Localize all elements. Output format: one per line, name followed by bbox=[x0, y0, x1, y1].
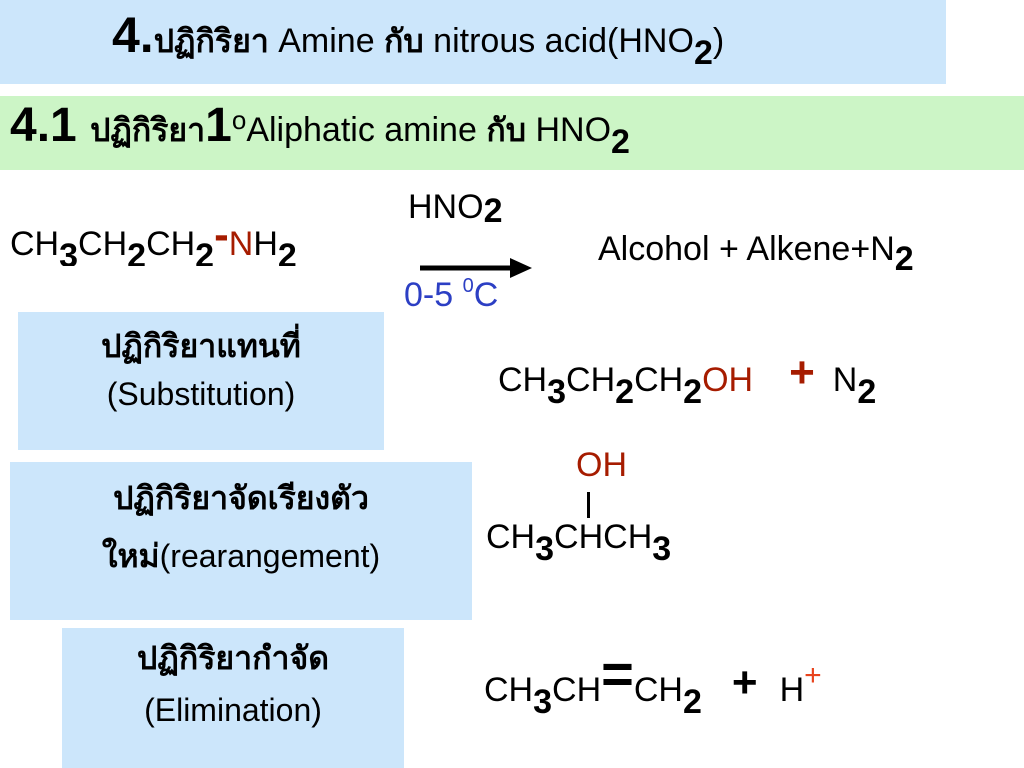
reactant-formula: CH3CH2CH2-NH2 bbox=[10, 216, 384, 266]
title-text: Amine bbox=[268, 22, 385, 60]
p1-sub2a: 2 bbox=[615, 373, 635, 411]
reaction-condition: 0-5 0C bbox=[404, 275, 499, 315]
title-banner bbox=[0, 0, 946, 84]
product-rearrangement-oh: OH bbox=[576, 446, 627, 484]
title-thai-with: กับ bbox=[384, 22, 424, 60]
product-elimination: CH3CH=CH2+H+ bbox=[484, 646, 822, 722]
reactant-dash: - bbox=[214, 216, 229, 259]
label-rearrangement-thai: ปฏิกิริยาจัดเรียงตัว bbox=[113, 479, 369, 517]
reactant-sub2c: 2 bbox=[277, 237, 297, 266]
reagent-text: HNO bbox=[408, 188, 484, 226]
p1-oh: OH bbox=[702, 361, 754, 399]
subtitle-number: 4.1 bbox=[10, 99, 91, 152]
label-rearrangement-line2: ใหม่(rearangement) bbox=[10, 536, 472, 576]
label-box-substitution bbox=[18, 312, 384, 450]
label-box-elimination bbox=[62, 628, 404, 768]
subtitle-text2: HNO bbox=[526, 111, 612, 149]
p1-n: N bbox=[832, 361, 858, 399]
p2-sub3b: 3 bbox=[652, 530, 672, 568]
p3-double-bond: = bbox=[601, 642, 634, 705]
title-sub: 2 bbox=[693, 34, 713, 72]
p1-sub2b: 2 bbox=[683, 373, 703, 411]
products-summary-sub: 2 bbox=[894, 240, 914, 278]
title-thai-word: ปฏิกิริยา bbox=[153, 22, 269, 60]
reactant-ch2b: CH bbox=[146, 225, 196, 263]
p1-sub3: 3 bbox=[547, 373, 567, 411]
label-box-rearrangement bbox=[10, 462, 472, 620]
label-elimination: ปฏิกิริยากำจัด (Elimination) bbox=[62, 638, 404, 730]
product-substitution: CH3CH2CH2OH+N2 bbox=[498, 348, 876, 411]
subtitle-banner bbox=[0, 96, 1024, 170]
reactant-n: N bbox=[228, 225, 254, 263]
products-summary-text: Alcohol + Alkene+N bbox=[598, 230, 895, 268]
p1-sub2c: 2 bbox=[857, 373, 877, 411]
p2-sub3: 3 bbox=[535, 530, 555, 568]
product-rearrangement: CH3CHCH3 bbox=[486, 518, 671, 568]
reagent-sub: 2 bbox=[483, 192, 503, 230]
p3-ch: CH bbox=[552, 671, 602, 709]
p2-ch: CH bbox=[486, 518, 536, 556]
p1-plus: + bbox=[789, 348, 815, 397]
subtitle-thai-with: กับ bbox=[486, 111, 527, 149]
reactant-sub3: 3 bbox=[59, 237, 79, 266]
condition-unit: C bbox=[473, 276, 499, 314]
rearrangement-bond bbox=[587, 492, 590, 518]
p1-ch: CH bbox=[498, 361, 548, 399]
subtitle-thai-word: ปฏิกิริยา bbox=[90, 111, 206, 149]
p3-h: H bbox=[779, 671, 805, 709]
p3-sub2: 2 bbox=[682, 683, 702, 721]
reactant-sub2b: 2 bbox=[195, 237, 215, 266]
reagent: HNO2 bbox=[408, 188, 503, 230]
title-text2: nitrous acid(HNO bbox=[423, 22, 694, 60]
label-rearrangement-en: (rearangement) bbox=[159, 538, 381, 574]
title-close: ) bbox=[712, 22, 725, 60]
label-rearrangement-thai2: ใหม่ bbox=[101, 537, 160, 575]
reactant-h: H bbox=[253, 225, 278, 263]
subtitle: 4.1 ปฏิกิริยา1oAliphatic amine กับ HNO2 bbox=[10, 98, 630, 161]
label-elimination-en: (Elimination) bbox=[144, 692, 322, 728]
reactant-ch: CH bbox=[10, 225, 60, 263]
condition-sup: 0 bbox=[462, 275, 474, 297]
p3-ch: CH bbox=[484, 671, 534, 709]
title-number: 4. bbox=[112, 7, 154, 63]
p1-ch2a: CH bbox=[566, 361, 616, 399]
label-elimination-thai: ปฏิกิริยากำจัด bbox=[137, 639, 329, 677]
label-substitution: ปฏิกิริยาแทนที่ (Substitution) bbox=[18, 326, 384, 414]
reactant-ch2a: CH bbox=[78, 225, 128, 263]
p3-plus: + bbox=[731, 658, 758, 707]
p3-hsup: + bbox=[804, 659, 822, 692]
subtitle-sub: 2 bbox=[611, 123, 630, 161]
label-rearrangement: ปฏิกิริยาจัดเรียงตัว ใหม่(rearangement) bbox=[10, 478, 472, 576]
products-summary: Alcohol + Alkene+N2 bbox=[598, 230, 914, 278]
p3-sub3: 3 bbox=[533, 683, 553, 721]
p3-ch2: CH bbox=[633, 671, 683, 709]
label-substitution-en: (Substitution) bbox=[106, 376, 296, 412]
p1-ch2b: CH bbox=[634, 361, 684, 399]
reactant-sub2a: 2 bbox=[127, 237, 147, 266]
subtitle-degree-num: 1 bbox=[205, 99, 232, 152]
condition-text: 0-5 bbox=[404, 276, 463, 314]
p2-chch: CHCH bbox=[554, 518, 653, 556]
page-title: 4.ปฏิกิริยา Amine กับ nitrous acid(HNO2) bbox=[112, 6, 724, 76]
subtitle-text: Aliphatic amine bbox=[246, 111, 487, 149]
subtitle-degree-sym: o bbox=[231, 105, 247, 135]
label-substitution-thai: ปฏิกิริยาแทนที่ bbox=[101, 327, 301, 365]
reaction-arrow bbox=[420, 258, 532, 278]
